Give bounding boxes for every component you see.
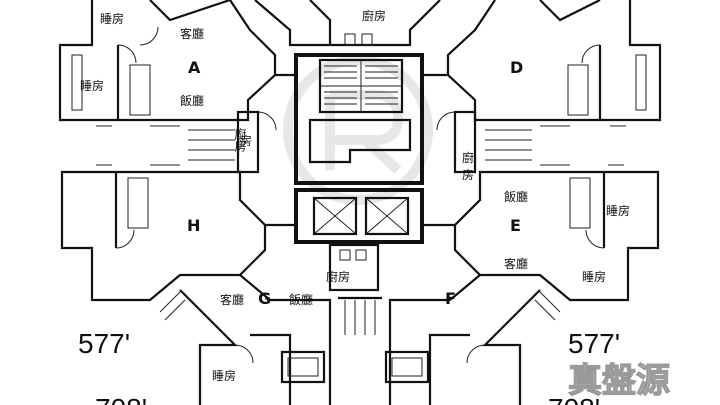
unit-g-dining-label: 飯廳	[289, 292, 313, 307]
area-right-label: 577'	[568, 328, 620, 359]
lift-2	[364, 196, 410, 236]
building-walls	[58, 0, 662, 405]
unit-e-bedroom-2-label: 睡房	[582, 269, 606, 284]
unit-e-bedroom-1-label: 睡房	[606, 203, 630, 218]
top-kitchen-label: 廚房	[362, 8, 386, 23]
unit-a-bedroom-1-label: 睡房	[100, 11, 124, 26]
unit-a-letter: A	[188, 58, 201, 77]
unit-e-kitchen-label-2: 房	[462, 167, 474, 182]
unit-f-letter: F	[445, 289, 456, 308]
area-bottom-left-label: 708'	[95, 393, 147, 405]
central-core	[294, 53, 424, 244]
unit-a-living-label: 客廳	[180, 26, 204, 41]
area-left-label: 577'	[78, 328, 130, 359]
lift-1	[312, 196, 358, 236]
unit-g-living-label: 客廳	[220, 292, 244, 307]
unit-g-kitchen-label: 廚房	[326, 269, 350, 284]
unit-h-letter: H	[187, 216, 200, 235]
unit-a-kitchen-label-2: 房	[240, 133, 252, 148]
unit-a-bedroom-2-label: 睡房	[80, 78, 104, 93]
unit-e-letter: E	[510, 216, 521, 235]
unit-g-letter: G	[258, 289, 271, 308]
unit-a-kitchen-label: 廚房	[233, 127, 247, 152]
watermark-text: 真盤源	[568, 361, 670, 401]
unit-e-kitchen-label: 廚	[462, 150, 474, 165]
unit-a-dining-label: 飯廳	[180, 93, 204, 108]
unit-d-letter: D	[510, 58, 523, 77]
unit-e-dining-label: 飯廳	[504, 189, 528, 204]
unit-g-bedroom-label: 睡房	[212, 368, 236, 383]
unit-e-living-label: 客廳	[504, 256, 528, 271]
area-bottom-right-label: 708'	[548, 393, 600, 405]
